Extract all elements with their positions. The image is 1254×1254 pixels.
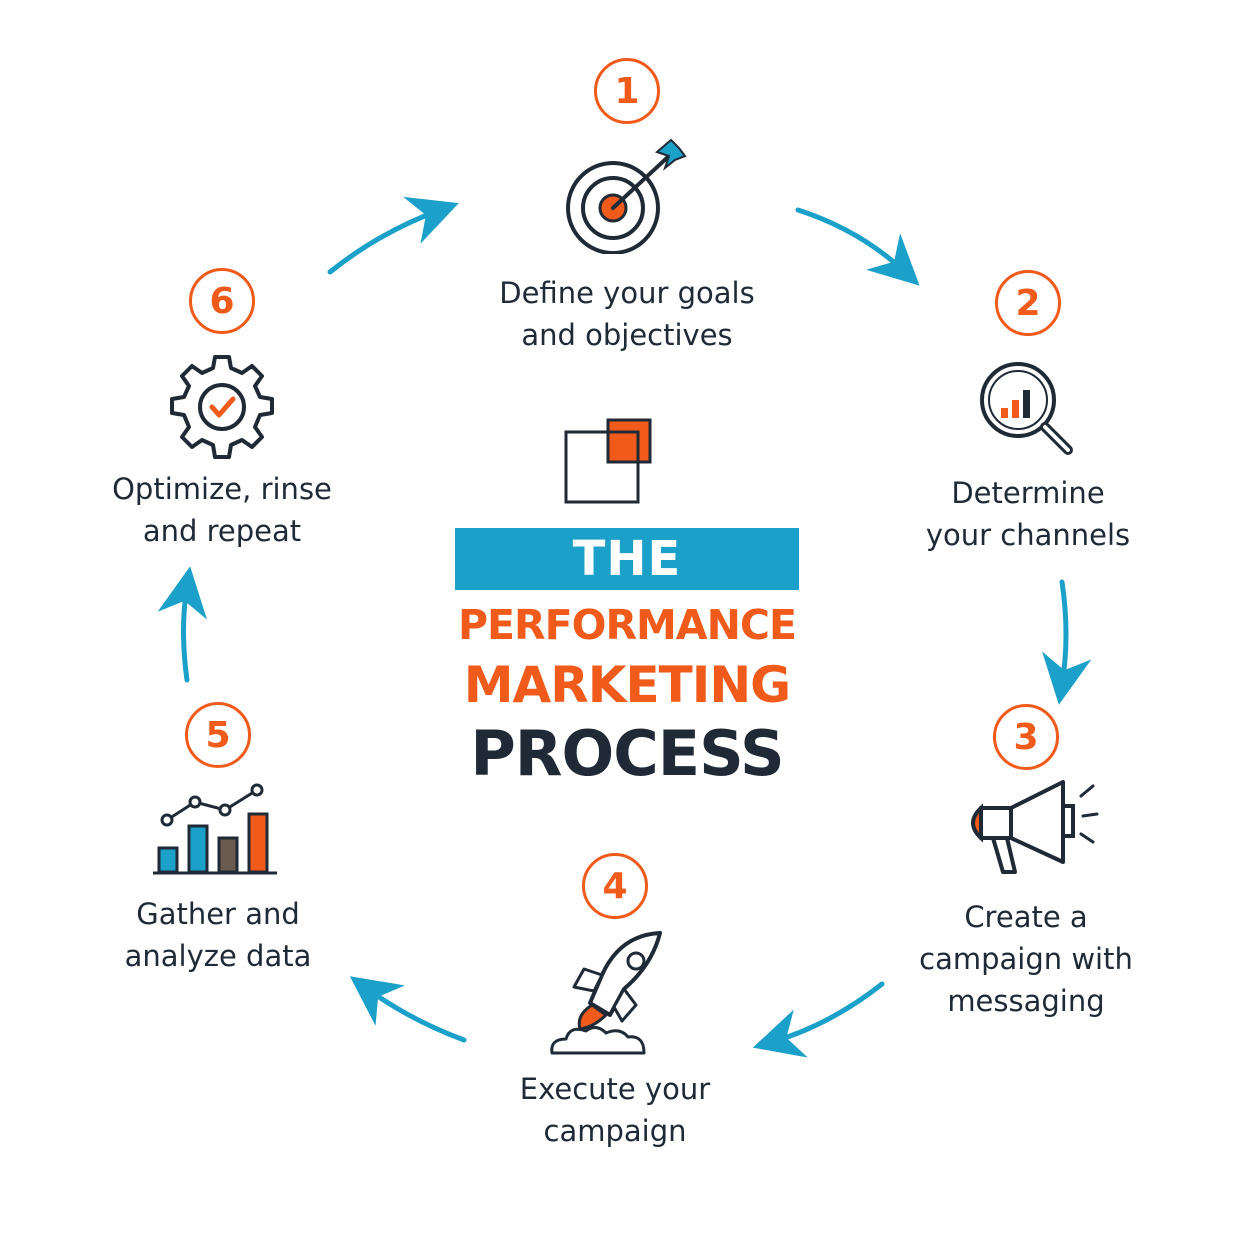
overlapping-squares-logo	[564, 418, 652, 504]
center-title: THE PERFORMANCE MARKETING PROCESS	[452, 416, 802, 792]
step-5: 5 Gather and analyze data	[68, 702, 368, 977]
step-1: 1 Define your goals and objectives	[477, 58, 777, 356]
title-banner: THE	[455, 528, 799, 590]
step-label: Define your goals and objectives	[499, 276, 755, 352]
step-number-badge: 3	[993, 704, 1059, 770]
arrow-2-to-3	[1042, 579, 1092, 705]
step-4: 4 Execute your campaign	[465, 853, 765, 1152]
title-process: PROCESS	[470, 717, 784, 790]
analytics-chart-icon	[153, 783, 277, 875]
magnifier-chart-icon	[980, 362, 1073, 455]
megaphone-icon	[971, 780, 1099, 874]
step-3: 3 Create a campaign with messaging	[876, 704, 1176, 1022]
rocket-icon	[550, 931, 662, 1055]
arrow-3-to-4	[752, 981, 885, 1058]
step-label: Optimize, rinse and repeat	[112, 472, 332, 548]
step-number-badge: 1	[594, 58, 660, 124]
step-label: Create a campaign with messaging	[919, 900, 1133, 1018]
target-icon	[566, 138, 687, 254]
arrow-6-to-1	[327, 196, 459, 275]
step-number-badge: 6	[189, 268, 255, 334]
step-label: Gather and analyze data	[124, 897, 312, 973]
step-number-badge: 4	[582, 853, 648, 919]
step-number-badge: 5	[185, 702, 251, 768]
step-label: Determine your channels	[925, 476, 1131, 552]
arrow-4-to-5	[349, 976, 467, 1043]
gear-check-icon	[170, 355, 274, 459]
step-label: Execute your campaign	[519, 1072, 711, 1148]
arrow-5-to-6	[157, 566, 207, 683]
arrow-1-to-2	[795, 207, 920, 286]
step-number-badge: 2	[995, 270, 1061, 336]
title-marketing: MARKETING	[463, 656, 791, 714]
step-2: 2 Determine your channels	[878, 270, 1178, 556]
step-6: 6 Optimize, rinse and repeat	[72, 268, 372, 552]
title-performance: PERFORMANCE	[457, 601, 797, 649]
